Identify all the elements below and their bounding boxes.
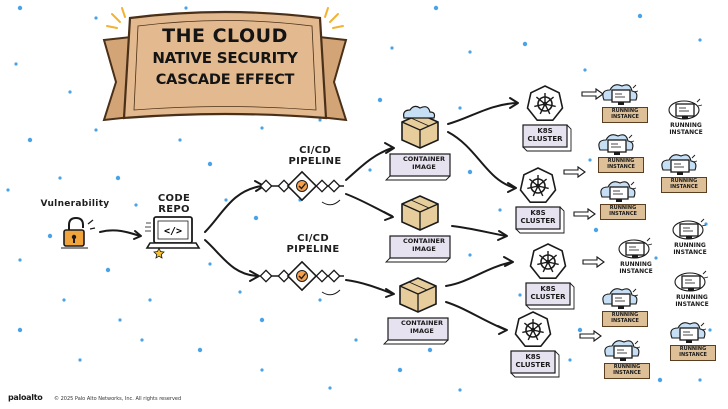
title-line-2: NATIVE SECURITY xyxy=(152,49,298,67)
monitor-icon xyxy=(611,89,631,105)
footer: paloalto © 2025 Palo Alto Networks, Inc.… xyxy=(8,393,181,402)
arrow-icon xyxy=(582,255,605,269)
monitor-icon xyxy=(611,293,631,309)
helm-icon xyxy=(529,243,567,280)
monitor-icon xyxy=(675,103,695,119)
flow-arrows xyxy=(99,97,519,335)
cloud-icon xyxy=(403,105,436,119)
k8s-cluster-node xyxy=(510,311,560,378)
helm-icon xyxy=(526,85,564,122)
running-instance-node xyxy=(602,288,639,309)
arrow-icon xyxy=(563,165,586,179)
arrow-icon xyxy=(581,87,604,101)
running-instance-node xyxy=(598,134,635,155)
vulnerability-label: Vulnerability xyxy=(40,199,110,209)
k8s-cluster-node xyxy=(522,85,572,152)
ci-cd-pipeline-label-bottom: CI/CD PIPELINE xyxy=(286,233,340,255)
decorative-dots xyxy=(6,5,712,392)
pipeline-check-icon xyxy=(259,260,344,296)
laptop-code-icon: </> xyxy=(145,216,201,249)
title-line-1: THE CLOUD xyxy=(162,25,288,47)
running-instance-node xyxy=(618,237,653,259)
monitor-icon xyxy=(607,139,627,155)
running-instance-node xyxy=(668,98,703,120)
brand-logo: paloalto xyxy=(8,393,43,402)
container-image-node xyxy=(382,277,449,345)
arrow-icon xyxy=(573,207,596,221)
monitor-icon xyxy=(679,327,699,343)
title-banner xyxy=(102,7,348,122)
monitor-icon xyxy=(625,242,645,258)
code-repo-label: CODE REPO xyxy=(157,193,191,215)
monitor-icon xyxy=(670,159,690,175)
container-image-node xyxy=(384,195,451,263)
monitor-icon xyxy=(681,275,701,291)
monitor-icon xyxy=(679,223,699,239)
running-instance-node xyxy=(604,340,641,361)
pipeline-check-icon xyxy=(259,170,344,206)
running-instance-node xyxy=(661,154,698,175)
arrow-icon xyxy=(579,329,602,343)
svg-text:</>: </> xyxy=(164,226,182,237)
k8s-cluster-node xyxy=(515,167,565,234)
k8s-cluster-node xyxy=(525,243,575,310)
container-image-node xyxy=(384,105,451,181)
star-icon xyxy=(153,246,165,259)
title-line-3: CASCADE EFFECT xyxy=(155,72,295,88)
running-instance-node xyxy=(670,322,707,343)
ci-cd-pipeline-label-top: CI/CD PIPELINE xyxy=(288,145,342,167)
helm-icon xyxy=(514,311,552,348)
lock-icon xyxy=(61,216,96,249)
monitor-icon xyxy=(609,186,629,202)
running-instance-node xyxy=(674,270,709,292)
copyright-text: © 2025 Palo Alto Networks, Inc. All righ… xyxy=(54,396,182,402)
monitor-icon xyxy=(613,345,633,361)
running-instance-node xyxy=(602,84,639,105)
helm-icon xyxy=(519,167,557,204)
running-instance-node xyxy=(672,218,707,240)
running-instance-node xyxy=(600,181,637,202)
